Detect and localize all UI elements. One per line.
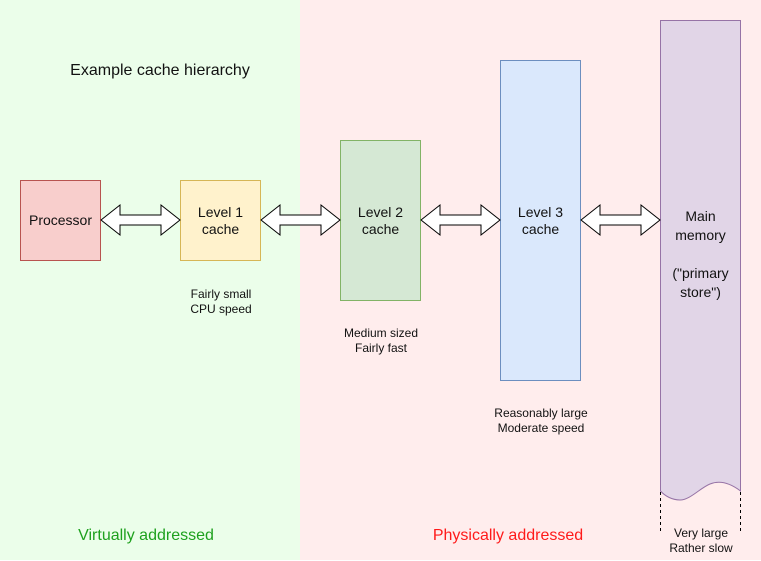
arrow-l3-main-memory: [580, 203, 661, 237]
processor-node: Processor: [20, 180, 101, 261]
arrow-l2-l3: [420, 203, 501, 237]
main-memory-shape: [660, 20, 741, 501]
level-3-cache-node: Level 3 cache: [500, 60, 581, 381]
level-1-cache-label: Level 1 cache: [197, 203, 244, 237]
level-2-cache-node: Level 2 cache: [340, 140, 421, 301]
level-2-cache-label: Level 2 cache: [357, 203, 404, 237]
processor-label: Processor: [28, 212, 93, 228]
diagram-title: Example cache hierarchy: [70, 62, 250, 79]
virtually-addressed-region: [0, 0, 300, 560]
level-2-cache-caption: Medium sized Fairly fast: [343, 326, 419, 355]
level-3-cache-label: Level 3 cache: [517, 203, 564, 237]
virtually-addressed-label: Virtually addressed: [78, 527, 214, 544]
arrow-l1-l2: [260, 203, 341, 237]
main-memory-node: [660, 20, 741, 531]
level-1-cache-node: Level 1 cache: [180, 180, 261, 261]
main-memory-caption: Very large Rather slow: [669, 526, 733, 555]
physically-addressed-label: Physically addressed: [432, 527, 584, 544]
main-memory-label: Main memory ("primary store"): [672, 208, 729, 300]
level-3-cache-caption: Reasonably large Moderate speed: [494, 406, 588, 435]
arrow-processor-l1: [100, 203, 181, 237]
level-1-cache-caption: Fairly small CPU speed: [190, 287, 252, 316]
